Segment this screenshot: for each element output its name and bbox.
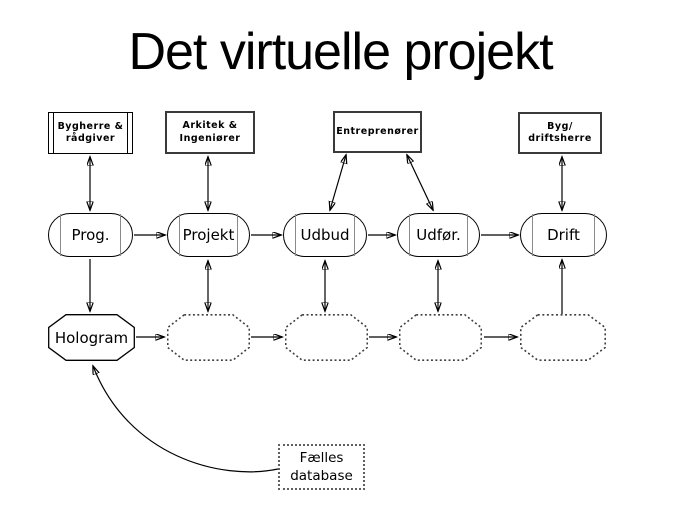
octagon-shape-dashed <box>399 314 482 361</box>
stage-capsule-projekt: Projekt <box>167 213 250 257</box>
capsule-end-line <box>532 214 533 256</box>
capsule-end-line <box>354 214 355 256</box>
stage-label: Udfør. <box>416 226 461 244</box>
arrow-database-hologram <box>93 366 279 473</box>
stage-capsule-udbud: Udbud <box>283 213 367 257</box>
octagon-shape-dashed <box>167 314 250 361</box>
model-octagon-empty-4 <box>520 314 606 361</box>
stage-capsule-prog: Prog. <box>48 213 133 257</box>
capsule-end-line <box>120 214 121 256</box>
actor-box-arkitek: Arkitek & Ingeniører <box>165 111 255 154</box>
actor-box-entreprenoerer: Entreprenører <box>333 111 422 153</box>
model-octagon-hologram: Hologram <box>48 314 135 361</box>
capsule-end-line <box>295 214 296 256</box>
database-box: Fælles database <box>278 444 365 490</box>
octagon-shape <box>48 314 135 361</box>
predefined-process-left-bar <box>53 113 54 153</box>
octagon-shape-dashed <box>520 314 606 361</box>
model-octagon-empty-3 <box>399 314 482 361</box>
actor-label: Arkitek & Ingeniører <box>179 120 241 144</box>
actor-label: Byg/ driftsherre <box>528 120 592 144</box>
predefined-process-right-bar <box>127 113 128 153</box>
model-label: Hologram <box>54 328 129 347</box>
capsule-end-line <box>179 214 180 256</box>
model-octagon-empty-2 <box>285 314 368 361</box>
octagon-shape-dashed <box>285 314 368 361</box>
stage-label: Drift <box>547 226 580 244</box>
stage-label: Udbud <box>300 226 350 244</box>
capsule-end-line <box>60 214 61 256</box>
stage-capsule-udfoer: Udfør. <box>397 213 480 257</box>
actor-box-driftsherre: Byg/ driftsherre <box>518 112 602 154</box>
database-label: Fælles database <box>290 449 353 484</box>
model-label <box>399 314 482 361</box>
actor-label: Entreprenører <box>336 125 419 137</box>
arrow-entreprenoerer-udbud <box>330 155 346 210</box>
capsule-end-line <box>409 214 410 256</box>
arrow-entreprenoerer-udfoer <box>407 155 433 210</box>
stage-label: Prog. <box>71 226 110 244</box>
actor-box-bygherre: Bygherre & rådgiver <box>48 112 133 154</box>
slide-title: Det virtuelle projekt <box>128 23 553 81</box>
model-label <box>520 314 606 361</box>
capsule-end-line <box>237 214 238 256</box>
stage-label: Projekt <box>182 226 235 244</box>
actor-label: Bygherre & rådgiver <box>57 120 124 144</box>
capsule-end-line <box>594 214 595 256</box>
stage-capsule-drift: Drift <box>520 213 607 257</box>
model-label <box>285 314 368 361</box>
model-octagon-empty-1 <box>167 314 250 361</box>
model-label <box>167 314 250 361</box>
capsule-end-line <box>467 214 468 256</box>
